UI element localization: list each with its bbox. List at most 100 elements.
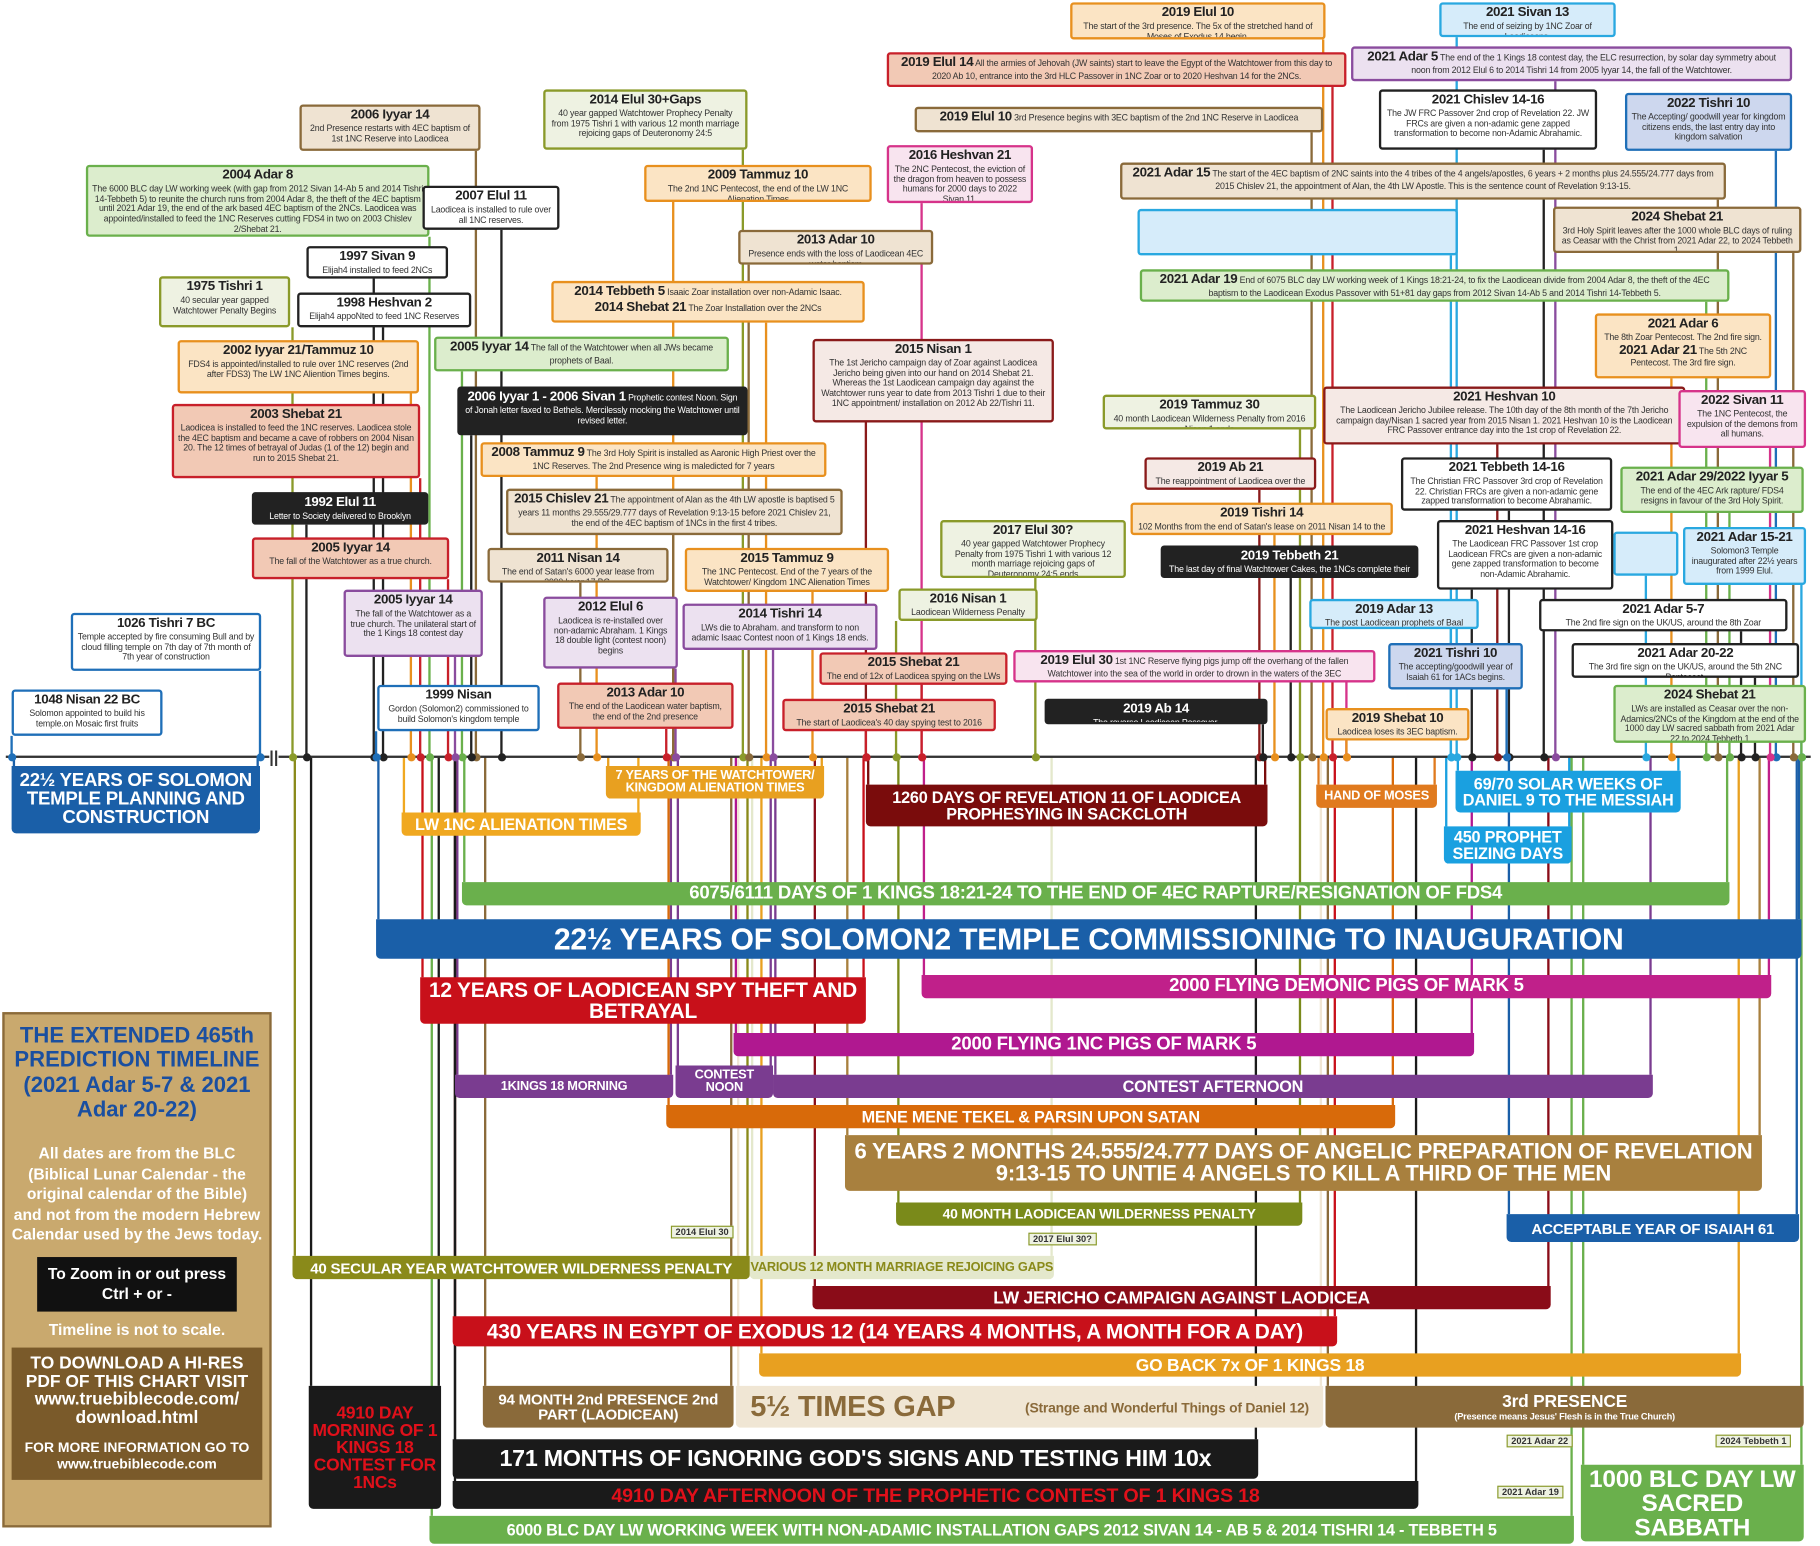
timeline-event-dot[interactable]	[892, 753, 901, 762]
timeline-event-dot[interactable]	[672, 753, 681, 762]
timeline-event-dot[interactable]	[1453, 753, 1462, 762]
event-description: Temple accepted by fire consuming Bull a…	[77, 630, 255, 663]
timeline-event-dot[interactable]	[1797, 753, 1807, 762]
period-bar: 69/70 SOLAR WEEKS OF DANIEL 9 TO THE MES…	[1455, 770, 1681, 813]
timeline-event-dot[interactable]	[1737, 753, 1746, 762]
connector-line	[1728, 513, 1731, 757]
timeline-event-dot[interactable]	[1308, 753, 1317, 762]
timeline-event-dot[interactable]	[444, 753, 453, 762]
timeline-event-dot[interactable]	[1319, 753, 1328, 762]
event-callout: 2021 Adar 15 The start of the 4EC baptis…	[1120, 162, 1726, 200]
event-description: Laodicea loses its 3EC baptism.	[1337, 726, 1458, 737]
event-date: 2021 Tebbeth 14-16	[1448, 460, 1565, 475]
timeline-event-dot[interactable]	[379, 753, 388, 762]
timeline-event-dot[interactable]	[372, 753, 381, 762]
event-description: Elijah4 installed to feed 2NCs	[322, 264, 433, 275]
timeline-event-dot[interactable]	[862, 753, 871, 762]
timeline-event-dot[interactable]	[1551, 753, 1560, 762]
period-bar: 4910 DAY AFTERNOON OF THE PROPHETIC CONT…	[452, 1481, 1419, 1509]
period-bar: 450 PROPHET SEIZING DAYS	[1443, 826, 1572, 864]
bar-range-line	[1795, 756, 1798, 1215]
timeline-event-dot[interactable]	[256, 753, 265, 762]
timeline-event-dot[interactable]	[302, 753, 312, 762]
event-description: The 2nd fire sign on the UK/US, around t…	[1565, 616, 1762, 629]
period-bar: 4910 DAY MORNING OF 1 KINGS 18 CONTEST F…	[308, 1385, 442, 1509]
timeline-event-dot[interactable]	[1296, 753, 1305, 762]
timeline-event-dot[interactable]	[576, 753, 585, 762]
connector-line	[1273, 535, 1276, 757]
event-description: Solomon3 Temple inaugurated after 22½ ye…	[1691, 545, 1798, 577]
timeline-event-dot[interactable]	[1751, 753, 1760, 762]
timeline-event-dot[interactable]	[289, 753, 298, 762]
timeline-event-dot[interactable]	[1714, 753, 1723, 762]
timeline-event-dot[interactable]	[918, 753, 927, 762]
timeline-event-dot[interactable]	[739, 753, 748, 762]
timeline-event-dot[interactable]	[1493, 753, 1502, 762]
timeline-event-dot[interactable]	[1287, 753, 1296, 762]
connector-line	[446, 579, 450, 757]
timeline-event-dot[interactable]	[1270, 753, 1280, 762]
timeline-event-dot[interactable]	[1772, 753, 1781, 762]
event-date: 2021 Adar 5	[1367, 49, 1438, 64]
event-description: Laodicea is re-installed over non-adamic…	[553, 614, 668, 657]
event-date: 2019 Elul 10	[1161, 5, 1235, 20]
event-date: 2021 Adar 19	[1159, 272, 1238, 287]
timeline-event-dot[interactable]	[662, 753, 671, 762]
timeline-event-dot[interactable]	[762, 753, 771, 762]
timeline-event-dot[interactable]	[497, 753, 507, 762]
timeline-event-dot[interactable]	[1667, 753, 1677, 762]
event-date: 1975 Tishri 1	[186, 279, 263, 294]
info-panel: THE EXTENDED 465th PREDICTION TIMELINE (…	[2, 1012, 272, 1528]
timeline-event-dot[interactable]	[458, 753, 467, 762]
event-description: The appointment of Alan as the 4th LW ap…	[518, 494, 835, 528]
event-date: 2012 Elul 6	[577, 600, 644, 615]
timeline-event-dot[interactable]	[8, 753, 17, 762]
timeline-event-dot[interactable]	[451, 753, 460, 762]
event-callout: 2021 Adar 19 End of 6075 BLC day LW work…	[1139, 269, 1730, 302]
timeline-event-dot[interactable]	[467, 753, 476, 762]
timeline-event-dot[interactable]	[1468, 753, 1477, 762]
timeline-event-dot[interactable]	[1031, 753, 1040, 762]
timeline-event-dot[interactable]	[1503, 753, 1512, 762]
event-date: 2014 Tishri 14	[738, 607, 822, 621]
download-link[interactable]: TO DOWNLOAD A HI-RES PDF OF THIS CHART V…	[25, 1353, 249, 1428]
connector-line	[428, 236, 431, 757]
connector-line	[1298, 429, 1302, 757]
timeline-event-dot[interactable]	[416, 753, 425, 762]
period-label: ACCEPTABLE YEAR OF ISAIAH 61	[1531, 1219, 1775, 1237]
period-label: CONTEST AFTERNOON	[1122, 1077, 1304, 1096]
timeline-event-dot[interactable]	[1702, 753, 1711, 762]
timeline-event-dot[interactable]	[1725, 753, 1735, 762]
timeline-event-dot[interactable]	[769, 753, 778, 762]
event-date: 2015 Shebat 21	[867, 655, 960, 670]
timeline-event-dot[interactable]	[425, 753, 435, 762]
more-info-link[interactable]: FOR MORE INFORMATION GO TO www.truebible…	[24, 1439, 250, 1473]
event-callout: 2019 Elul 10 3rd Presence begins with 3E…	[914, 106, 1324, 133]
timeline-event-dot[interactable]	[809, 753, 818, 762]
event-description: The 1NC Pentecost. End of the 7 years of…	[701, 565, 873, 587]
timeline-event-dot[interactable]	[745, 753, 754, 762]
period-label: 69/70 SOLAR WEEKS OF DANIEL 9 TO THE MES…	[1462, 774, 1674, 810]
period-label: 5½ TIMES GAP	[750, 1389, 956, 1423]
timeline-event-dot[interactable]	[1642, 753, 1651, 762]
timeline-event-dot[interactable]	[472, 753, 481, 762]
bar-range-line	[774, 756, 777, 1075]
connector-line	[1496, 444, 1499, 757]
timeline-event-dot[interactable]	[1447, 753, 1456, 762]
timeline-event-dot[interactable]	[1540, 753, 1549, 762]
timeline-event-dot[interactable]	[407, 753, 416, 762]
timeline-event-dot[interactable]	[1766, 753, 1775, 762]
period-label: 3rd PRESENCE	[1502, 1391, 1628, 1411]
event-description: The 1st Jericho campaign day of Zoar aga…	[821, 356, 1046, 410]
event-description: The reverse Laodicean Passover.	[1093, 716, 1220, 725]
timeline-event-dot[interactable]	[1259, 753, 1268, 762]
period-bar: 12 YEARS OF LAODICEAN SPY THEFT AND BETR…	[420, 977, 866, 1024]
timeline-event-dot[interactable]	[1789, 753, 1798, 762]
bar-range-line	[862, 756, 865, 978]
timeline-event-dot[interactable]	[1329, 753, 1338, 762]
timeline-event-dot[interactable]	[1342, 753, 1352, 762]
timeline-event-dot[interactable]	[593, 753, 602, 762]
